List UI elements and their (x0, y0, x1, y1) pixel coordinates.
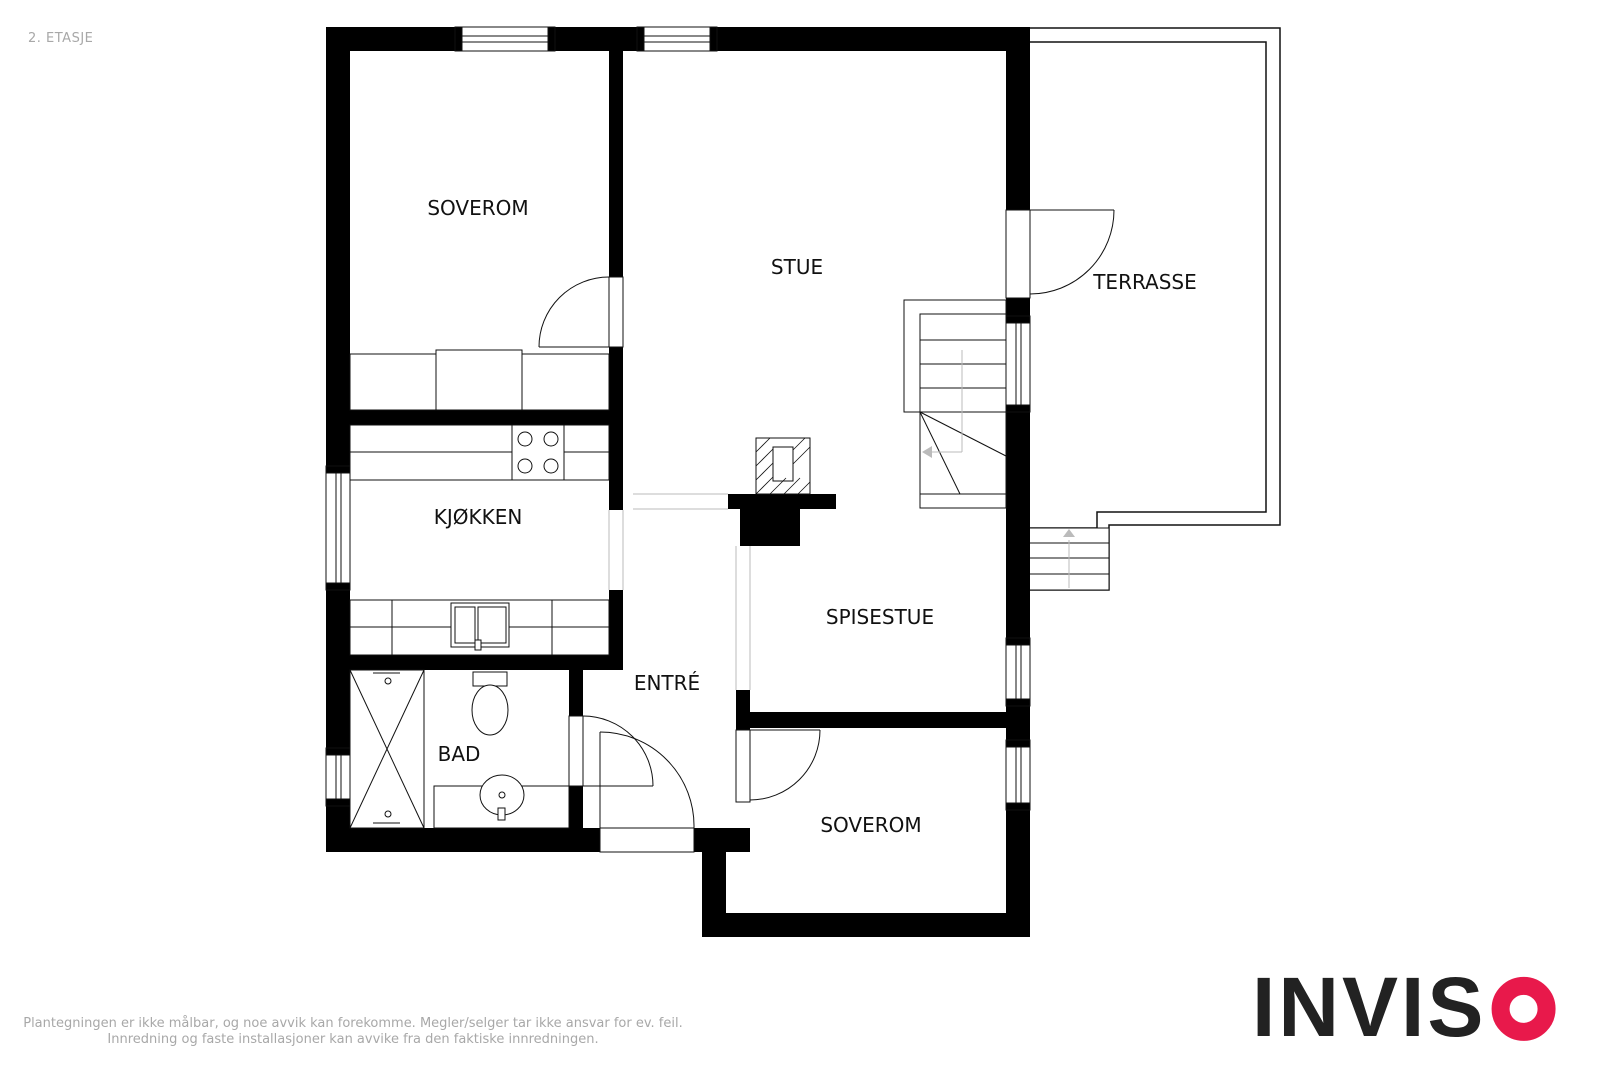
disclaimer-line-2: Innredning og faste installasjoner kan a… (107, 1032, 599, 1047)
doors (538, 209, 1115, 853)
disclaimer: Plantegningen er ikke målbar, og noe avv… (0, 1016, 706, 1048)
terrace-steps (1028, 527, 1110, 591)
logo-accent-o (1491, 976, 1556, 1041)
wardrobe (349, 349, 610, 411)
chimney (755, 437, 811, 495)
openings (608, 493, 751, 690)
kitchen-fixtures (349, 424, 610, 656)
bathroom-fixtures (349, 669, 570, 829)
room-label-entre: ENTRÉ (634, 671, 700, 695)
room-label-soverom-2: SOVEROM (820, 813, 921, 837)
room-label-terrasse: TERRASSE (1092, 270, 1197, 294)
windows (325, 26, 1031, 811)
disclaimer-line-1: Plantegningen er ikke målbar, og noe avv… (23, 1016, 683, 1031)
inviso-logo: INVISO (1252, 960, 1556, 1054)
room-label-kjokken: KJØKKEN (434, 505, 523, 529)
room-label-stue: STUE (771, 255, 823, 279)
staircase (903, 299, 1007, 509)
room-label-soverom-1: SOVEROM (427, 196, 528, 220)
room-label-spisestue: SPISESTUE (826, 605, 934, 629)
terrace (1029, 27, 1281, 591)
floor-label: 2. ETASJE (28, 31, 94, 46)
room-label-bad: BAD (438, 742, 481, 766)
logo-text: INVISO (1252, 960, 1555, 1054)
